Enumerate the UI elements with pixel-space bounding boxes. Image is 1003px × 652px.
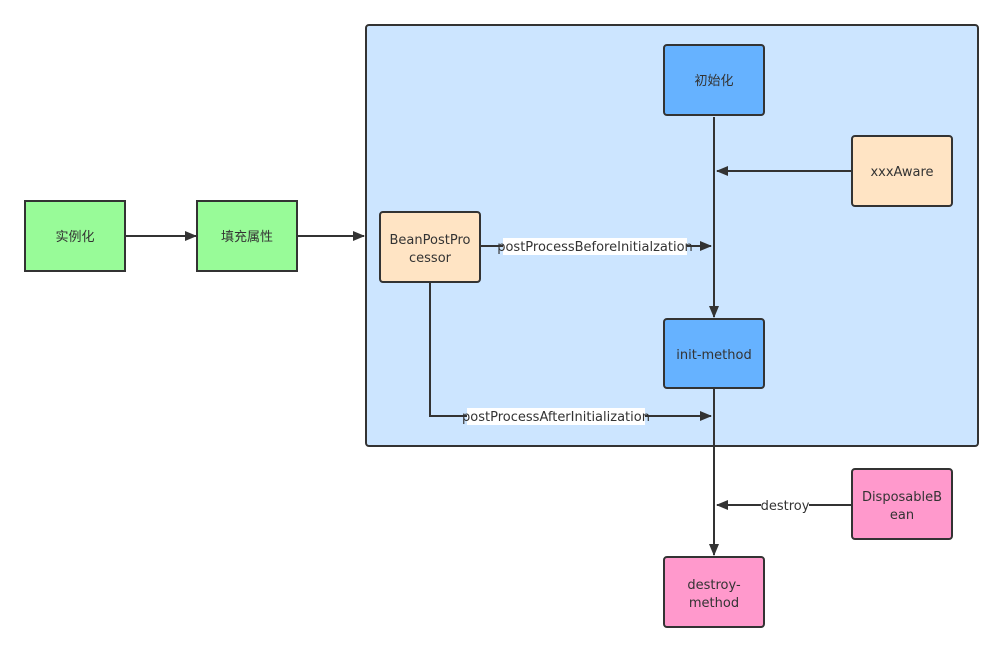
- node-destroy-method-label-line-1: destroy-: [687, 578, 741, 593]
- node-destroy-method-label-line-2: method: [689, 596, 739, 611]
- edge-label-before-text: postProcessBeforeInitialzation: [497, 240, 693, 255]
- node-populate-label: 填充属性: [221, 229, 273, 245]
- edge-label-destroy-text: destroy: [761, 499, 810, 514]
- edge-label-destroy: destroy: [761, 497, 810, 514]
- node-destroy-method: destroy- method: [663, 556, 765, 628]
- node-aware-label: xxxAware: [870, 165, 933, 180]
- node-disposable-label-line-2: ean: [890, 508, 914, 523]
- node-disposable-label-line-1: DisposableB: [862, 490, 942, 505]
- node-aware: xxxAware: [851, 135, 953, 207]
- node-init-method: init-method: [663, 318, 765, 389]
- edge-label-after: postProcessAfterInitialization: [462, 408, 650, 425]
- bean-container: [365, 24, 979, 447]
- node-populate: 填充属性: [196, 200, 298, 272]
- edge-label-after-text: postProcessAfterInitialization: [462, 410, 650, 425]
- node-bpp-label-line-1: BeanPostPro: [390, 233, 471, 248]
- node-bpp-label-line-2: cessor: [409, 251, 452, 266]
- node-disposable: DisposableB ean: [851, 468, 953, 540]
- node-instantiate: 实例化: [24, 200, 126, 272]
- edge-label-before: postProcessBeforeInitialzation: [497, 238, 693, 255]
- node-init-method-label: init-method: [676, 348, 751, 363]
- node-init-label: 初始化: [694, 74, 733, 89]
- node-instantiate-label: 实例化: [55, 230, 94, 245]
- node-init: 初始化: [663, 44, 765, 116]
- node-bpp: BeanPostPro cessor: [379, 211, 481, 283]
